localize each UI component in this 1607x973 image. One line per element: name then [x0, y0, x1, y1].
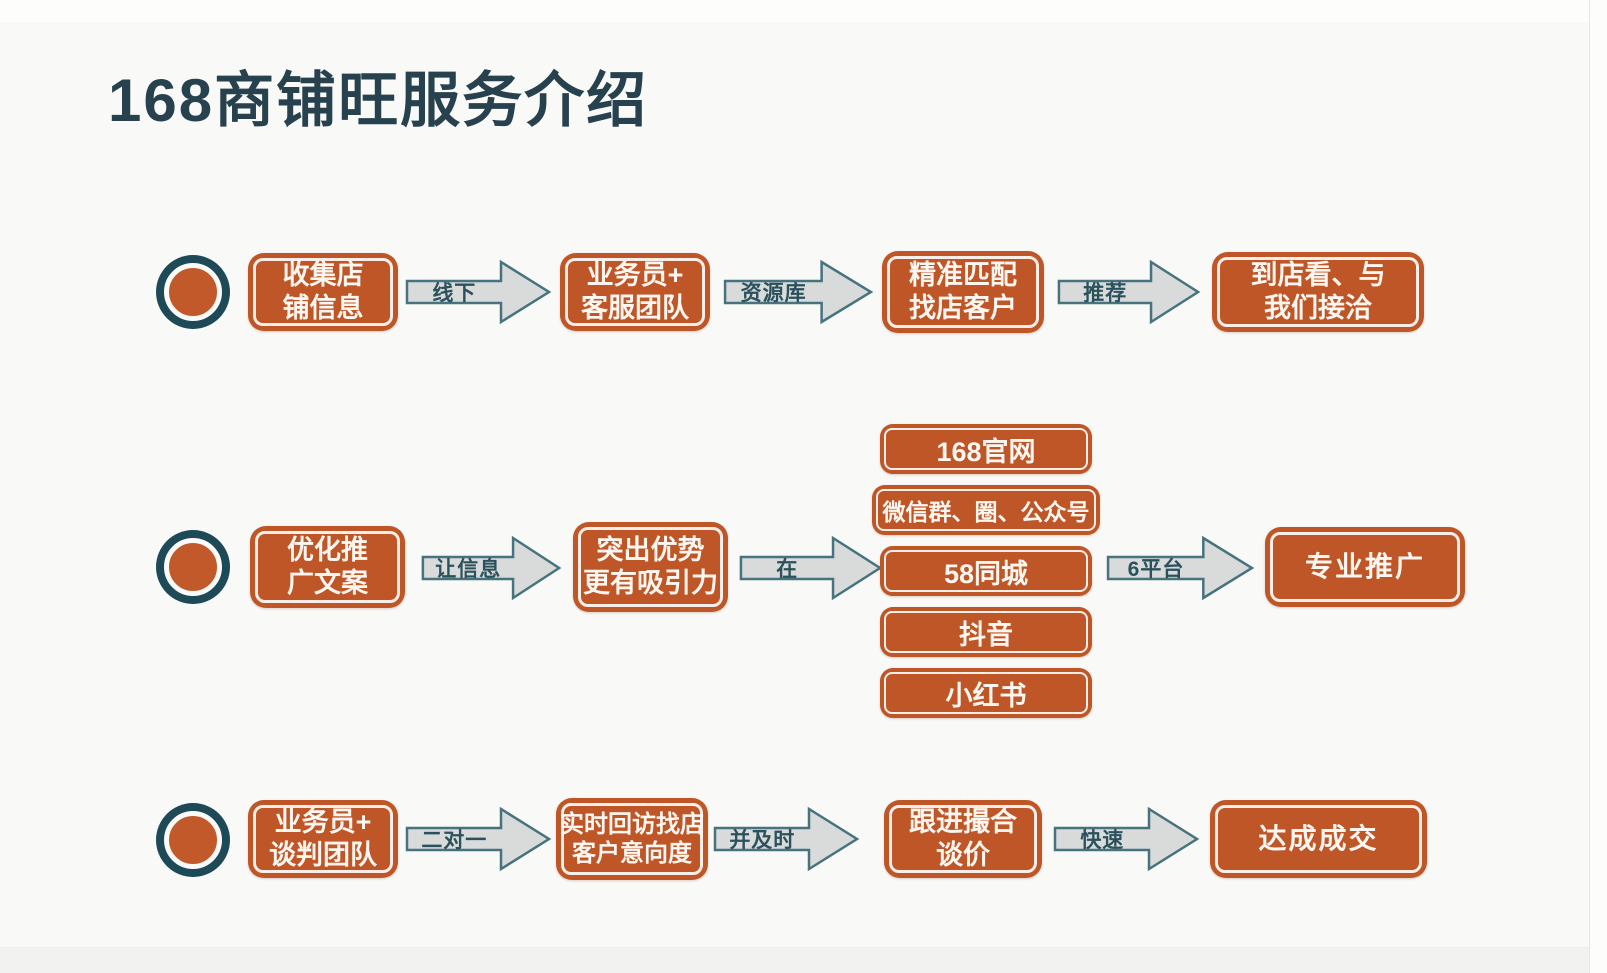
arrow-label: 线下 [432, 282, 477, 305]
platform-box-wechat: 微信群、圈、公众号 [872, 485, 1100, 535]
arrow-right-icon [404, 257, 552, 327]
row1-step4-box: 到店看、与 我们接洽 [1212, 252, 1424, 332]
row3-arrow1: 二对一 [404, 804, 552, 874]
arrow-label: 在 [776, 558, 799, 581]
platform-label: 抖音 [959, 619, 1013, 650]
row2-step2-box: 突出优势 更有吸引力 [573, 522, 728, 612]
step-label-line: 谈判团队 [269, 840, 377, 870]
step-label-line: 谈价 [936, 840, 990, 870]
step-label-line: 更有吸引力 [583, 568, 718, 598]
arrow-right-icon [1056, 257, 1201, 327]
arrow-right-icon [1052, 804, 1200, 874]
row2-arrow3: 6平台 [1105, 533, 1255, 603]
row2-step3-box: 专业推广 [1265, 527, 1465, 607]
arrow-label: 并及时 [729, 829, 796, 852]
step-label-line: 到店看、与 [1250, 260, 1386, 291]
right-edge-strip [1589, 0, 1607, 973]
page-title: 168商铺旺服务介绍 [108, 67, 649, 134]
arrow-right-icon [712, 804, 860, 874]
arrow-right-icon [420, 533, 562, 603]
platform-label: 微信群、圈、公众号 [882, 499, 1090, 525]
row1-step1-box: 收集店 铺信息 [248, 253, 398, 331]
row3-step3-box: 跟进撮合 谈价 [884, 800, 1042, 878]
row1-step3-box: 精准匹配 找店客户 [882, 251, 1044, 333]
step-label-line: 客户意向度 [572, 840, 692, 867]
bottom-edge-strip [0, 947, 1607, 973]
arrow-label: 推荐 [1083, 282, 1128, 305]
step-label-line: 优化推 [287, 535, 368, 566]
row3-step2-box: 实时回访找店 客户意向度 [556, 798, 708, 880]
step-label-line: 实时回访找店 [560, 810, 704, 838]
platform-box-168: 168官网 [880, 424, 1092, 474]
row1-arrow3: 推荐 [1056, 257, 1201, 327]
platform-box-58: 58同城 [880, 546, 1092, 596]
platform-box-douyin: 抖音 [880, 607, 1092, 657]
step-label-line: 广文案 [287, 568, 368, 598]
row1-arrow1: 线下 [404, 257, 552, 327]
step-label-line: 精准匹配 [909, 260, 1017, 291]
platform-box-xiaohongshu: 小红书 [880, 668, 1092, 718]
row1-arrow2: 资源库 [722, 257, 874, 327]
row3-step4-box: 达成成交 [1210, 800, 1427, 878]
step-label-line: 收集店 [282, 260, 364, 291]
platform-label: 小红书 [945, 680, 1027, 711]
step-label-line: 突出优势 [596, 535, 705, 566]
row2-step1-box: 优化推 广文案 [250, 526, 405, 608]
step-label-line: 业务员+ [586, 260, 684, 291]
step-label-line: 找店客户 [909, 293, 1017, 323]
row2-bullet-icon [164, 538, 222, 596]
row2-arrow1: 让信息 [420, 533, 562, 603]
arrow-label: 二对一 [421, 829, 488, 852]
arrow-right-icon [722, 257, 874, 327]
step-label-line: 铺信息 [282, 293, 364, 323]
arrow-right-icon [1105, 533, 1255, 603]
step-label-line: 业务员+ [274, 807, 372, 838]
step-label-line: 我们接洽 [1264, 293, 1372, 323]
platform-label: 58同城 [943, 558, 1029, 589]
platform-label: 168官网 [936, 436, 1036, 467]
arrow-label: 让信息 [435, 558, 502, 581]
step-label-line: 达成成交 [1258, 822, 1379, 854]
top-edge-strip [0, 0, 1607, 22]
row3-arrow3: 快速 [1052, 804, 1200, 874]
arrow-right-icon [404, 804, 552, 874]
row1-bullet-icon [164, 263, 222, 321]
row3-arrow2: 并及时 [712, 804, 860, 874]
arrow-label: 快速 [1080, 829, 1125, 852]
step-label-line: 专业推广 [1304, 550, 1425, 582]
step-label-line: 客服团队 [581, 293, 689, 323]
row2-arrow2: 在 [738, 533, 883, 603]
arrow-right-icon [738, 533, 883, 603]
arrow-label: 资源库 [740, 282, 807, 305]
row3-step1-box: 业务员+ 谈判团队 [248, 800, 398, 878]
row3-bullet-icon [164, 811, 222, 869]
row1-step2-box: 业务员+ 客服团队 [560, 253, 710, 331]
arrow-label: 6平台 [1127, 558, 1185, 581]
step-label-line: 跟进撮合 [909, 807, 1017, 838]
